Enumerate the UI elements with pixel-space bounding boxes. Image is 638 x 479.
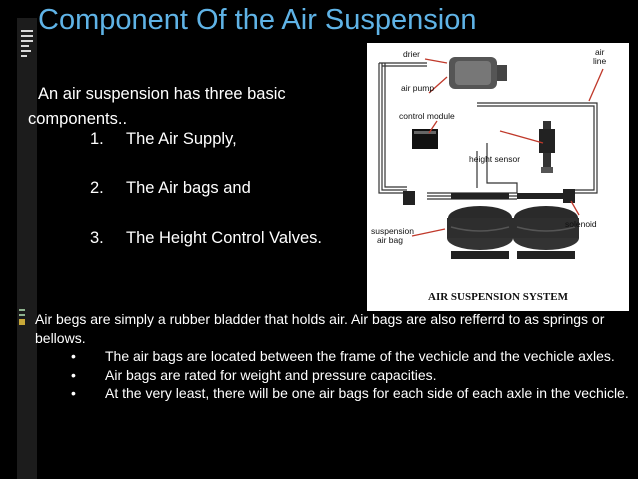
lead-paragraph: Air begs are simply a rubber bladder tha… xyxy=(35,311,605,346)
label-air-line-1: air xyxy=(595,47,605,57)
air-pump-shape xyxy=(449,57,507,89)
label-solenoid: solenoid xyxy=(565,219,597,229)
list-item: •The air bags are located between the fr… xyxy=(71,348,615,364)
label-air-pump: air pump xyxy=(401,83,434,93)
label-suspension: suspension xyxy=(371,226,414,236)
side-accent xyxy=(19,309,25,329)
air-bag-left-shape xyxy=(447,193,513,259)
diagram-caption: AIR SUSPENSION SYSTEM xyxy=(428,291,569,303)
list-item: 3.The Height Control Valves. xyxy=(90,229,322,247)
air-bag-description: Air begs are simply a rubber bladder tha… xyxy=(29,310,629,403)
label-air-bag: air bag xyxy=(377,235,403,245)
intro-line-1: An air suspension has three basic xyxy=(38,85,286,103)
list-item: •At the very least, there will be one ai… xyxy=(71,385,629,401)
intro-line-2: components.. xyxy=(28,110,128,128)
list-item: 1.The Air Supply, xyxy=(90,130,237,148)
intro-text: An air suspension has three basic compon… xyxy=(28,82,362,132)
air-bag-right-shape xyxy=(513,193,579,259)
decorative-sidebar xyxy=(17,18,37,479)
label-air-line-2: line xyxy=(593,56,607,66)
bullet-list: •The air bags are located between the fr… xyxy=(29,347,629,403)
list-item: •Air bags are rated for weight and press… xyxy=(71,366,437,383)
list-item: 2.The Air bags and xyxy=(90,179,251,197)
height-sensor-shape xyxy=(539,121,555,173)
slide-title: Component Of the Air Suspension xyxy=(38,4,477,36)
label-drier: drier xyxy=(403,49,420,59)
label-control-module: control module xyxy=(399,111,455,121)
label-height-sensor: height sensor xyxy=(469,154,520,164)
air-suspension-diagram: drier air line air pump control module h… xyxy=(367,43,629,311)
